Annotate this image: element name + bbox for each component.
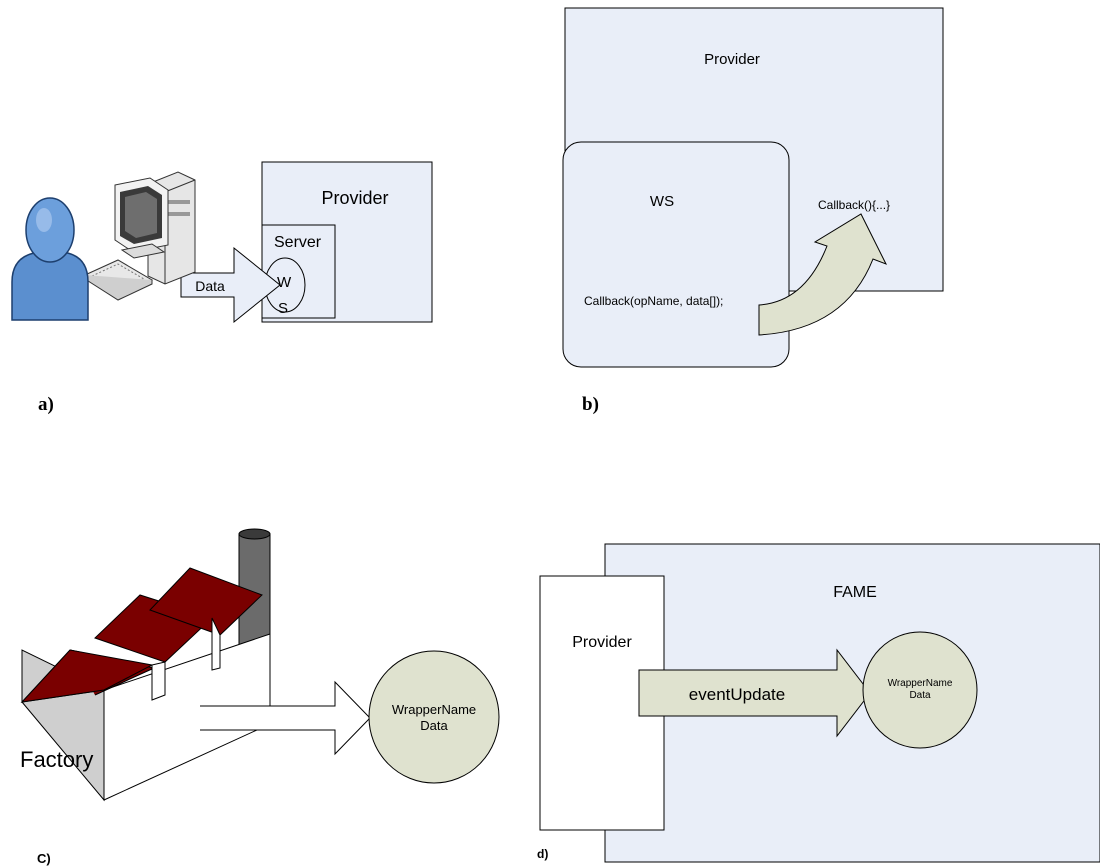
provider-label-d: Provider bbox=[572, 634, 632, 651]
computer-icon bbox=[83, 171, 196, 301]
wrapper-data-circle-c bbox=[368, 650, 500, 784]
callback-call-label: Callback(opName, data[]); bbox=[584, 294, 723, 308]
caption-a: a) bbox=[38, 394, 54, 415]
factory-label: Factory bbox=[20, 747, 93, 772]
server-label: Server bbox=[274, 234, 322, 251]
panel-d: FAME Provider eventUpdate WrapperName Da… bbox=[537, 543, 1100, 863]
caption-b: b) bbox=[582, 394, 599, 415]
factory-icon bbox=[20, 567, 271, 802]
panel-b: Provider Callback(){...} WS Callback(opN… bbox=[562, 7, 944, 415]
event-update-label: eventUpdate bbox=[689, 685, 785, 704]
caption-c: C) bbox=[37, 851, 51, 866]
callback-def-label: Callback(){...} bbox=[818, 198, 890, 212]
callback-arrow bbox=[758, 213, 888, 336]
panel-a: Provider Server W S Data bbox=[11, 161, 433, 415]
provider-label-b: Provider bbox=[704, 51, 760, 68]
wrapper-data-circle-d bbox=[862, 631, 978, 749]
wrapper-name-c: WrapperName bbox=[392, 702, 476, 717]
event-update-arrow bbox=[638, 648, 871, 738]
provider-label-a: Provider bbox=[321, 188, 388, 208]
panel-c: Factory WrapperName Data C) bbox=[20, 528, 500, 866]
wrapper-data-c: Data bbox=[420, 718, 448, 733]
fame-label: FAME bbox=[833, 584, 877, 601]
user-icon bbox=[11, 197, 89, 321]
ws-box-b bbox=[562, 141, 790, 368]
ws-label-b: WS bbox=[650, 193, 674, 210]
data-arrow bbox=[180, 246, 281, 324]
ws-label-line2: S bbox=[278, 300, 288, 317]
wrapper-name-d: WrapperName bbox=[888, 678, 953, 689]
data-arrow-label: Data bbox=[195, 278, 225, 294]
caption-d: d) bbox=[537, 847, 548, 861]
wrapper-data-d: Data bbox=[909, 690, 931, 701]
ws-label-line1: W bbox=[277, 274, 292, 291]
